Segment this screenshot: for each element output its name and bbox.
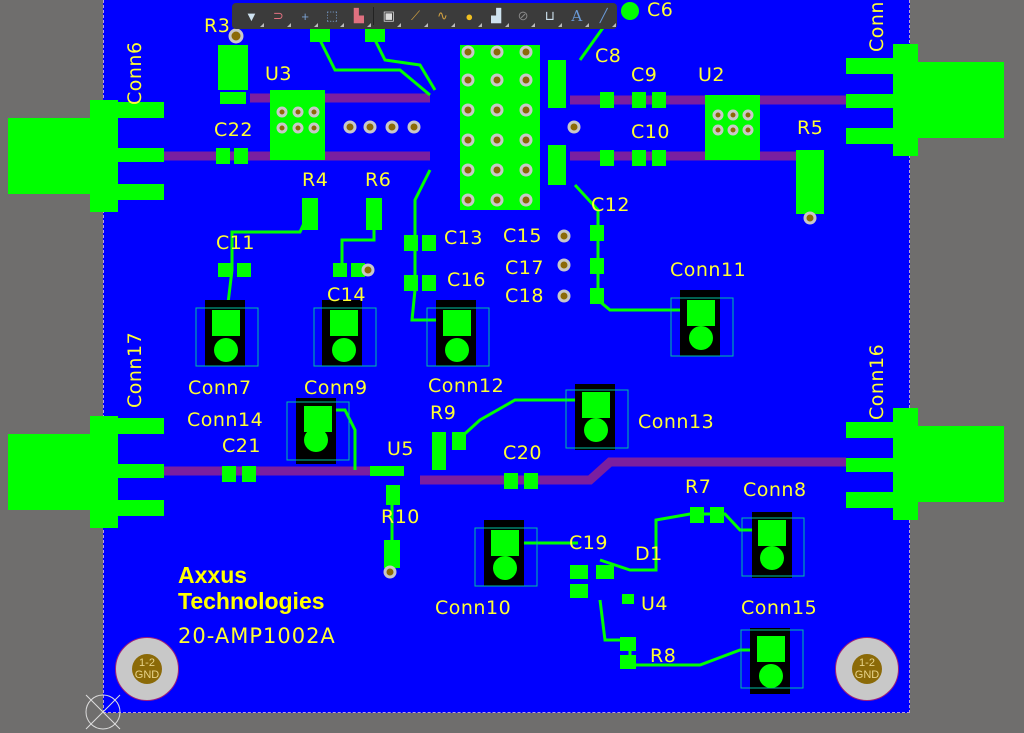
designator-c16[interactable]: C16 — [447, 269, 486, 291]
designator-r3[interactable]: R3 — [204, 15, 231, 37]
designator-r8[interactable]: R8 — [650, 645, 677, 667]
hole-net-name: GND — [854, 669, 880, 681]
sma-connector-conn5 — [846, 44, 1004, 156]
designator-r9[interactable]: R9 — [430, 402, 457, 424]
designator-conn14[interactable]: Conn14 — [187, 409, 264, 431]
hole-net-label: 1-2 — [859, 657, 875, 669]
designator-u2[interactable]: U2 — [698, 64, 725, 86]
tune-length-icon[interactable]: ∿ — [429, 4, 456, 28]
designator-r5[interactable]: R5 — [797, 117, 824, 139]
designator-c14[interactable]: C14 — [327, 284, 366, 306]
designator-c9[interactable]: C9 — [631, 64, 658, 86]
designator-c11[interactable]: C11 — [216, 232, 255, 254]
designator-c20[interactable]: C20 — [503, 442, 542, 464]
designator-r10[interactable]: R10 — [381, 506, 420, 528]
designator-r7[interactable]: R7 — [685, 476, 712, 498]
designator-c6[interactable]: C6 — [647, 0, 674, 21]
toolbar-divider — [373, 7, 375, 25]
designator-conn8[interactable]: Conn8 — [743, 479, 807, 501]
smd-pads — [216, 28, 824, 669]
designator-conn7[interactable]: Conn7 — [188, 377, 252, 399]
designator-r4[interactable]: R4 — [302, 169, 329, 191]
via-icon[interactable]: ● — [456, 4, 483, 28]
sma-connector-conn16 — [846, 408, 1004, 520]
header-footprints — [195, 290, 805, 694]
component-icon[interactable]: ▣ — [375, 4, 402, 28]
vias — [228, 28, 817, 579]
dimension-icon[interactable]: ⊔ — [536, 4, 563, 28]
designator-conn6[interactable]: Conn6 — [124, 41, 146, 105]
designator-c18[interactable]: C18 — [505, 285, 544, 307]
designator-u3[interactable]: U3 — [265, 63, 292, 85]
designator-c13[interactable]: C13 — [444, 227, 483, 249]
designator-c10[interactable]: C10 — [631, 121, 670, 143]
sma-connector-conn6 — [8, 100, 164, 212]
designator-c17[interactable]: C17 — [505, 257, 544, 279]
designator-conn5[interactable]: Conn5 — [866, 0, 888, 52]
company-name-line2: Technologies — [178, 588, 325, 614]
crosshair-icon[interactable]: + — [292, 4, 319, 28]
designator-d1[interactable]: D1 — [635, 543, 663, 565]
route-icon[interactable]: ⟋ — [402, 4, 429, 28]
designator-u5[interactable]: U5 — [387, 438, 414, 460]
designator-c22[interactable]: C22 — [214, 119, 253, 141]
designator-conn9[interactable]: Conn9 — [304, 377, 368, 399]
designator-conn12[interactable]: Conn12 — [428, 375, 505, 397]
active-bar-toolbar: ▼ ⊃ + ⬚ ▙ ▣ ⟋ ∿ ● ▟ ⊘ ⊔ A ╱ — [232, 3, 617, 29]
designator-conn17[interactable]: Conn17 — [124, 331, 146, 408]
keepout-icon[interactable]: ⊘ — [510, 4, 537, 28]
designator-u4[interactable]: U4 — [641, 593, 668, 615]
select-rect-icon[interactable]: ⬚ — [319, 4, 346, 28]
designator-conn11[interactable]: Conn11 — [670, 259, 747, 281]
part-number: 20-AMP1002A — [178, 624, 336, 648]
designator-conn16[interactable]: Conn16 — [866, 343, 888, 420]
designator-c21[interactable]: C21 — [222, 435, 261, 457]
origin-marker — [85, 694, 121, 730]
sma-connector-conn17 — [8, 416, 164, 528]
designator-r6[interactable]: R6 — [365, 169, 392, 191]
hole-net-label: 1-2 — [139, 657, 155, 669]
filter-icon[interactable]: ▼ — [238, 4, 265, 28]
designator-c19[interactable]: C19 — [569, 532, 608, 554]
designator-c8[interactable]: C8 — [595, 45, 622, 67]
line-icon[interactable]: ╱ — [590, 4, 617, 28]
text-icon[interactable]: A — [563, 4, 590, 28]
snap-magnet-icon[interactable]: ⊃ — [265, 4, 292, 28]
designator-c12[interactable]: C12 — [591, 194, 630, 216]
company-name-line1: Axxus — [178, 562, 248, 588]
hole-net-name: GND — [134, 669, 160, 681]
designator-c15[interactable]: C15 — [503, 225, 542, 247]
designator-conn13[interactable]: Conn13 — [638, 411, 715, 433]
designator-conn10[interactable]: Conn10 — [435, 597, 512, 619]
polygon-icon[interactable]: ▟ — [483, 4, 510, 28]
align-icon[interactable]: ▙ — [345, 4, 372, 28]
designator-conn15[interactable]: Conn15 — [741, 597, 818, 619]
